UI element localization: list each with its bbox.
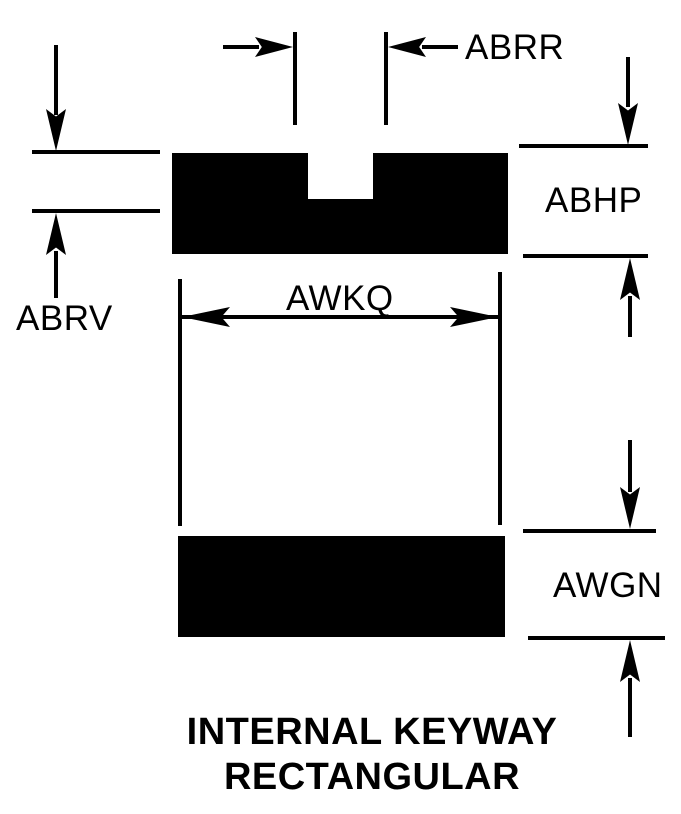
abrv-top-arrow-shaft — [54, 45, 58, 115]
dimension-label-awkq: AWKQ — [286, 279, 394, 318]
abrr-left-arrowhead-icon — [255, 37, 293, 57]
lower-block-cross-section — [178, 536, 505, 637]
awkq-left-extension-line — [178, 279, 182, 526]
awgn-bottom-arrowhead-icon — [620, 640, 640, 682]
dimension-label-abrv: ABRV — [16, 299, 113, 338]
abhp-upper-ref-line — [519, 144, 648, 148]
abrv-bottom-arrow-shaft — [54, 251, 58, 298]
abhp-bottom-arrow-shaft — [628, 296, 632, 337]
dimension-label-awgn: AWGN — [553, 566, 663, 605]
abhp-top-arrow-shaft — [626, 57, 630, 107]
abhp-top-arrowhead-icon — [618, 103, 638, 145]
abrr-right-extension-line — [384, 32, 388, 125]
abrv-top-arrowhead-icon — [46, 109, 66, 151]
abrr-left-extension-line — [293, 32, 297, 125]
awgn-lower-ref-line — [528, 636, 665, 640]
abrv-bottom-arrowhead-icon — [46, 213, 66, 255]
dimension-label-abrr: ABRR — [465, 28, 565, 67]
abrr-right-arrow-shaft — [422, 45, 458, 49]
abhp-lower-ref-line — [523, 254, 648, 258]
abrr-right-arrowhead-icon — [388, 37, 426, 57]
awgn-bottom-arrow-shaft — [628, 678, 632, 737]
abhp-bottom-arrowhead-icon — [620, 258, 640, 300]
awkq-dimension-line — [182, 315, 498, 319]
abrr-left-arrow-shaft — [223, 45, 259, 49]
awgn-top-arrowhead-icon — [620, 487, 640, 529]
awgn-top-arrow-shaft — [628, 440, 632, 492]
diagram-title-line2: RECTANGULAR — [223, 756, 521, 798]
abrv-upper-ref-line — [32, 150, 160, 154]
diagram-title-line1: INTERNAL KEYWAY — [186, 711, 558, 753]
awkq-right-extension-line — [498, 272, 502, 525]
abrv-lower-ref-line — [32, 209, 160, 213]
awgn-upper-ref-line — [523, 529, 656, 533]
keyway-notch — [308, 153, 373, 199]
dimension-label-abhp: ABHP — [545, 181, 643, 220]
